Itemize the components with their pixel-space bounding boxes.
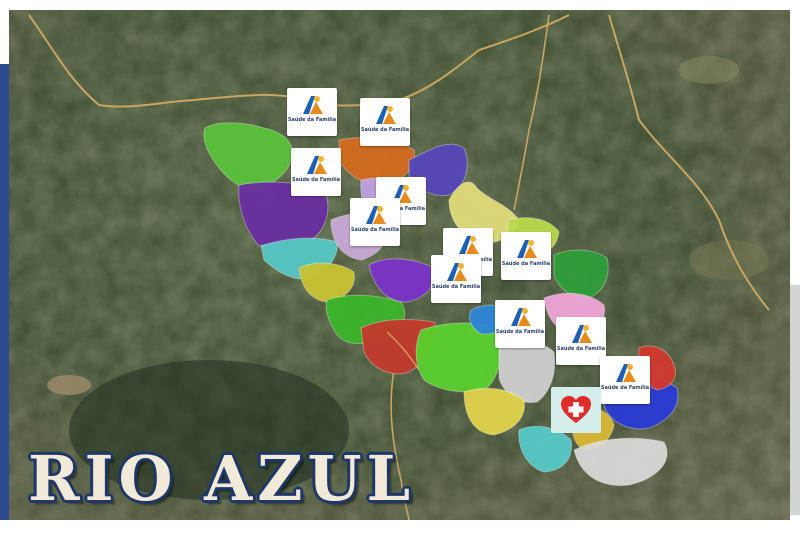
health-unit-marker[interactable]: Saúde da Família [431,255,481,303]
health-unit-logo-icon [447,263,467,281]
map-region[interactable] [553,249,609,299]
health-unit-logo-icon [517,240,537,258]
health-unit-label: Saúde da Família [376,206,426,212]
map-region[interactable] [368,258,436,303]
right-edge-strip [790,285,800,515]
health-unit-logo-icon [303,96,323,114]
map-region[interactable] [573,437,668,487]
health-unit-label: Saúde da Família [291,177,341,183]
cleared-field [689,240,769,280]
health-unit-logo-icon [307,156,327,174]
health-unit-label: Saúde da Família [495,329,545,335]
left-accent-bar [0,64,9,520]
map-region[interactable] [298,262,355,303]
health-unit-logo-icon [376,106,396,124]
health-unit-logo-icon [459,236,479,254]
health-unit-label: Saúde da Família [360,127,410,133]
road-line [386,331,420,371]
health-unit-label: Saúde da Família [556,346,606,352]
health-unit-label: Saúde da Família [287,117,337,123]
cleared-field [679,56,739,84]
hospital-heart-cross-icon [561,396,591,423]
health-unit-label: Saúde da Família [600,385,650,391]
map-region[interactable] [463,387,525,436]
health-unit-logo-icon [616,364,636,382]
health-unit-marker[interactable]: Saúde da Família [556,317,606,365]
health-unit-label: Saúde da Família [350,227,400,233]
health-unit-marker[interactable]: Saúde da Família [360,98,410,146]
health-unit-marker[interactable]: Saúde da Família [600,356,650,404]
map-region[interactable] [518,425,573,473]
road-line [513,14,550,211]
health-unit-label: Saúde da Família [431,284,481,290]
cleared-field [47,375,91,395]
health-unit-label: Saúde da Família [501,261,551,267]
health-unit-marker[interactable]: Saúde da Família [350,198,400,246]
map-region[interactable] [203,122,293,191]
health-unit-marker[interactable]: Saúde da Família [291,148,341,196]
hospital-marker[interactable] [551,387,601,433]
forest-dark-area [69,360,349,500]
road-line [390,369,410,520]
health-unit-logo-icon [572,325,592,343]
satellite-map[interactable] [9,10,790,520]
map-title: RIO AZUL [28,442,416,515]
health-unit-logo-icon [511,308,531,326]
health-unit-marker[interactable]: Saúde da Família [501,232,551,280]
road-line [608,14,770,311]
health-unit-marker[interactable]: Saúde da Família [495,300,545,348]
health-unit-marker[interactable]: Saúde da Família [287,88,337,136]
health-unit-logo-icon [366,206,386,224]
